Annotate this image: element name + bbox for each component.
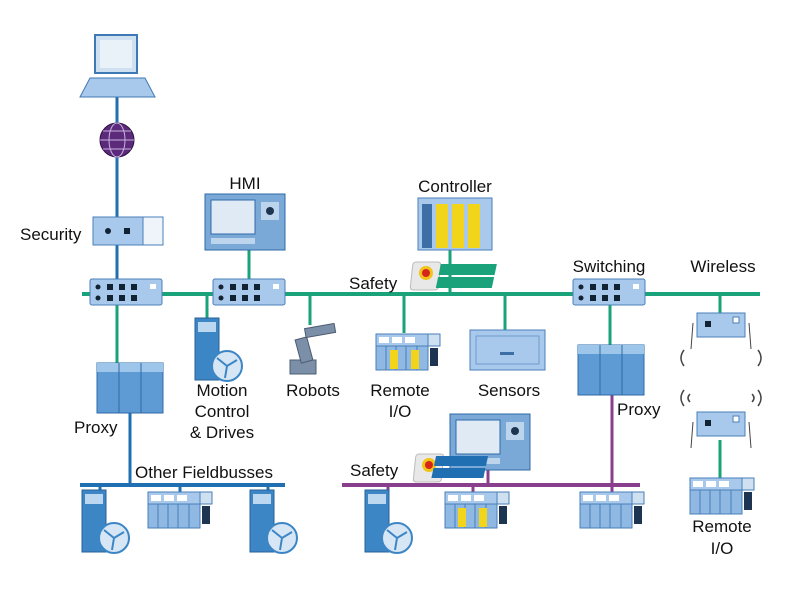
wireless-remote-io [689, 477, 755, 515]
controller-plc [417, 197, 493, 251]
robot-icon [289, 322, 337, 375]
label-switching: Switching [573, 257, 646, 276]
remote-io-device [375, 333, 441, 371]
label-wireless-remote-io-2: I/O [711, 539, 734, 558]
profibus-logo: P R O F I B U S [431, 456, 579, 478]
label-remote-io-1: Remote [370, 381, 430, 400]
label-remote-io-2: I/O [389, 402, 412, 421]
switch-switching [572, 278, 646, 306]
profibus-drive [364, 489, 413, 554]
label-motion-2: Control [195, 402, 250, 421]
svg-text:P R O F I: P R O F I [545, 457, 579, 466]
motion-drive [194, 317, 243, 382]
label-hmi: HMI [229, 174, 260, 193]
fieldbus-drive-2 [249, 489, 298, 554]
label-proxy-left: Proxy [74, 418, 118, 437]
sensor-device [469, 329, 546, 371]
remote-io-safety-modules [390, 350, 419, 369]
label-security: Security [20, 225, 82, 244]
label-proxy-right: Proxy [617, 400, 661, 419]
label-motion-1: Motion [196, 381, 247, 400]
fieldbus-io [147, 491, 213, 529]
internet-globe-icon [99, 122, 135, 158]
profibus-safety-io [444, 491, 510, 529]
label-other-fieldbusses: Other Fieldbusses [135, 463, 273, 482]
label-motion-3: & Drives [190, 423, 254, 442]
profibus-io-safety-modules [458, 508, 487, 527]
label-wireless-remote-io-1: Remote [692, 517, 752, 536]
pc-icon [79, 34, 156, 98]
security-device [92, 216, 164, 246]
hmi-panel [204, 193, 286, 251]
label-controller: Controller [418, 177, 492, 196]
label-robots: Robots [286, 381, 340, 400]
label-wireless: Wireless [690, 257, 755, 276]
label-safety-bottom: Safety [350, 461, 399, 480]
labels: HMI Controller Security Safety Switching… [20, 174, 756, 558]
proxy-left [96, 362, 164, 414]
svg-text:B U S: B U S [543, 469, 565, 478]
label-sensors: Sensors [478, 381, 540, 400]
svg-text:P R O F I: P R O F I [512, 266, 546, 275]
network-lines [80, 97, 760, 492]
switch-security [89, 278, 163, 306]
fieldbus-drive-1 [81, 489, 130, 554]
profibus-io [579, 491, 645, 529]
label-safety-top: Safety [349, 274, 398, 293]
proxy-right [577, 344, 645, 396]
svg-text:N E T: N E T [510, 279, 532, 288]
profinet-logo: P R O F I N E T [435, 264, 546, 288]
wireless-access-point-1 [690, 312, 752, 350]
switch-hmi [212, 278, 286, 306]
wireless-signal-icon [680, 349, 762, 407]
